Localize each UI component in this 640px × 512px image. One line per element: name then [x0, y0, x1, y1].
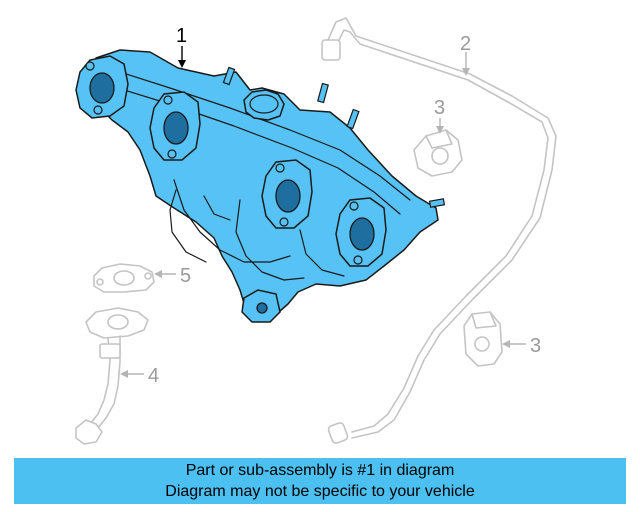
callout-5: 5: [180, 265, 191, 287]
part-3-lower-clamp[interactable]: [463, 311, 503, 367]
part-5-gasket[interactable]: [93, 263, 155, 293]
part-4-tube[interactable]: [75, 307, 149, 445]
callout-3-lower: 3: [530, 335, 541, 357]
part-1-exhaust-manifold[interactable]: [75, 49, 446, 323]
leader-1-arrowhead: [178, 60, 186, 68]
callout-leaders: [120, 46, 526, 378]
part-2-pipe[interactable]: [321, 17, 557, 444]
info-banner: Part or sub-assembly is #1 in diagram Di…: [14, 458, 626, 504]
part-3-upper-clamp[interactable]: [413, 129, 463, 177]
info-banner-line-2: Diagram may not be specific to your vehi…: [165, 483, 475, 500]
callout-4: 4: [148, 365, 159, 387]
callout-1: 1: [176, 25, 187, 47]
callout-2: 2: [460, 33, 471, 55]
callout-3-upper: 3: [434, 97, 445, 119]
info-banner-line-1: Part or sub-assembly is #1 in diagram: [185, 462, 455, 479]
